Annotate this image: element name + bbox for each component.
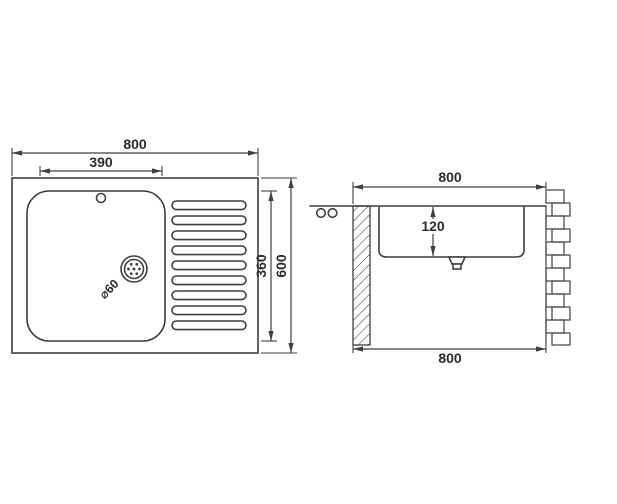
dim-side-bowl-depth: 120 [417,207,449,256]
drainboard-rib [171,215,247,226]
sink-bowl [26,190,166,342]
drainboard-rib [171,320,247,331]
tap-holes-icon [315,207,338,219]
dim-label-overall-width: 800 [123,136,147,152]
dim-bowl-depth: 360 [253,190,277,342]
dim-label-side-bowl-depth: 120 [421,218,445,234]
dim-label-overall-depth: 600 [273,254,289,278]
drainboard-rib [171,275,247,286]
dim-label-side-top-width: 800 [438,169,462,185]
drain-icon [120,255,148,283]
dim-label-bowl-width: 390 [89,154,113,170]
sink-outline [11,177,259,354]
dim-overall-depth: 600 [261,177,297,354]
side-view: 120 800 800 [309,169,571,366]
dim-label-side-bottom-width: 800 [438,350,462,366]
dim-overall-width: 800 [11,136,259,176]
drain-outlet-icon [447,256,467,270]
drainboard-rib [171,305,247,316]
dim-side-top-width: 800 [352,169,547,204]
left-wall-hatch [352,205,371,346]
drainboard-rib [171,290,247,301]
bowl-profile [378,206,525,258]
dim-bowl-width: 390 [39,154,163,176]
top-view: ⌀60 800 390 [11,136,297,354]
drainboard-rib [171,260,247,271]
right-brick-wall [545,189,571,346]
faucet-hole-icon [95,192,107,204]
drainboard-rib [171,230,247,241]
dim-label-bowl-depth: 360 [253,254,269,278]
drainboard-rib [171,245,247,256]
drainboard-ribs [171,200,247,331]
dim-side-bottom-width: 800 [352,345,547,366]
drainboard-rib [171,200,247,211]
